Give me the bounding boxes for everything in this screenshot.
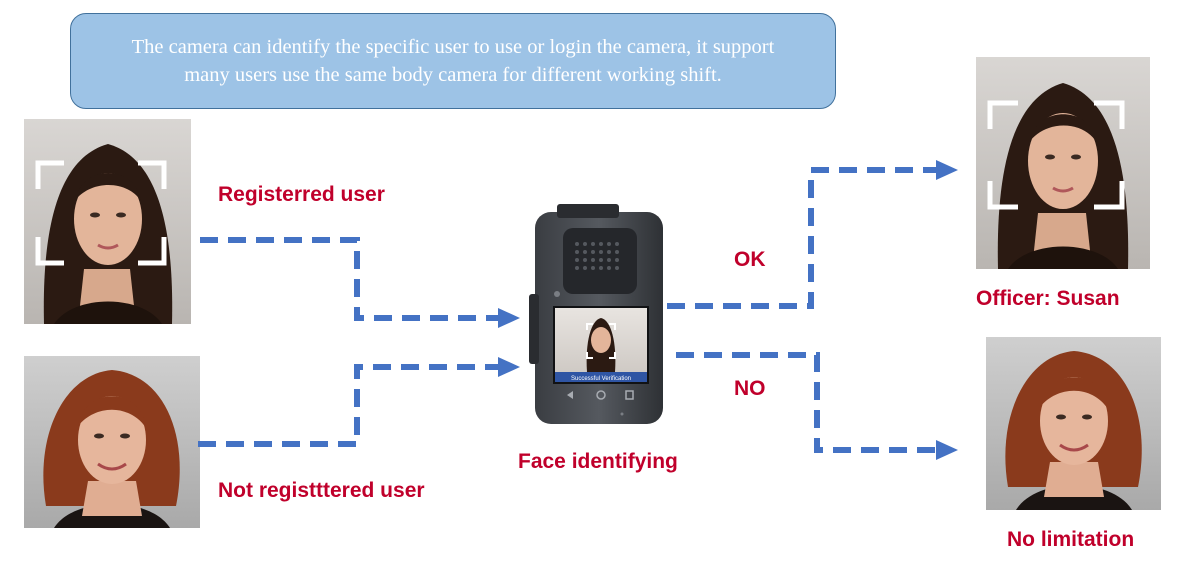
no-arrow-head — [936, 440, 958, 460]
no-limitation-label: No limitation — [1007, 528, 1135, 551]
officer-photo — [976, 57, 1150, 269]
face-identifying-label: Face identifying — [518, 450, 678, 473]
registered-user-photo — [24, 119, 191, 324]
description-callout: The camera can identify the specific use… — [70, 13, 836, 109]
registered-arrow — [200, 237, 500, 321]
ok-label: OK — [734, 248, 766, 271]
no-label: NO — [734, 377, 766, 400]
not-registered-arrow-head — [498, 357, 520, 377]
registered-user-label: Registerred user — [218, 183, 385, 206]
home-icon — [596, 390, 606, 400]
screen-banner-text: Successful Verification — [571, 376, 631, 382]
recent-apps-icon — [625, 390, 634, 400]
callout-text: The camera can identify the specific use… — [131, 36, 775, 86]
back-icon — [567, 391, 573, 399]
red-hair-woman-image — [986, 337, 1161, 510]
not-registered-user-photo — [24, 356, 200, 528]
red-hair-woman-image — [24, 356, 200, 528]
ok-arrow — [667, 167, 938, 309]
registered-arrow-head — [498, 308, 520, 328]
officer-name-label: Officer: Susan — [976, 287, 1120, 310]
unregistered-result-photo — [986, 337, 1161, 510]
body-camera-device: Successful Verification — [527, 202, 672, 432]
dark-hair-woman-image — [976, 57, 1150, 269]
body-camera-image: Successful Verification — [529, 204, 663, 424]
no-arrow — [676, 352, 938, 453]
not-registered-user-label: Not registttered user — [218, 479, 425, 502]
ok-arrow-head — [936, 160, 958, 180]
not-registered-arrow — [198, 364, 500, 447]
dark-hair-woman-image — [24, 119, 191, 324]
